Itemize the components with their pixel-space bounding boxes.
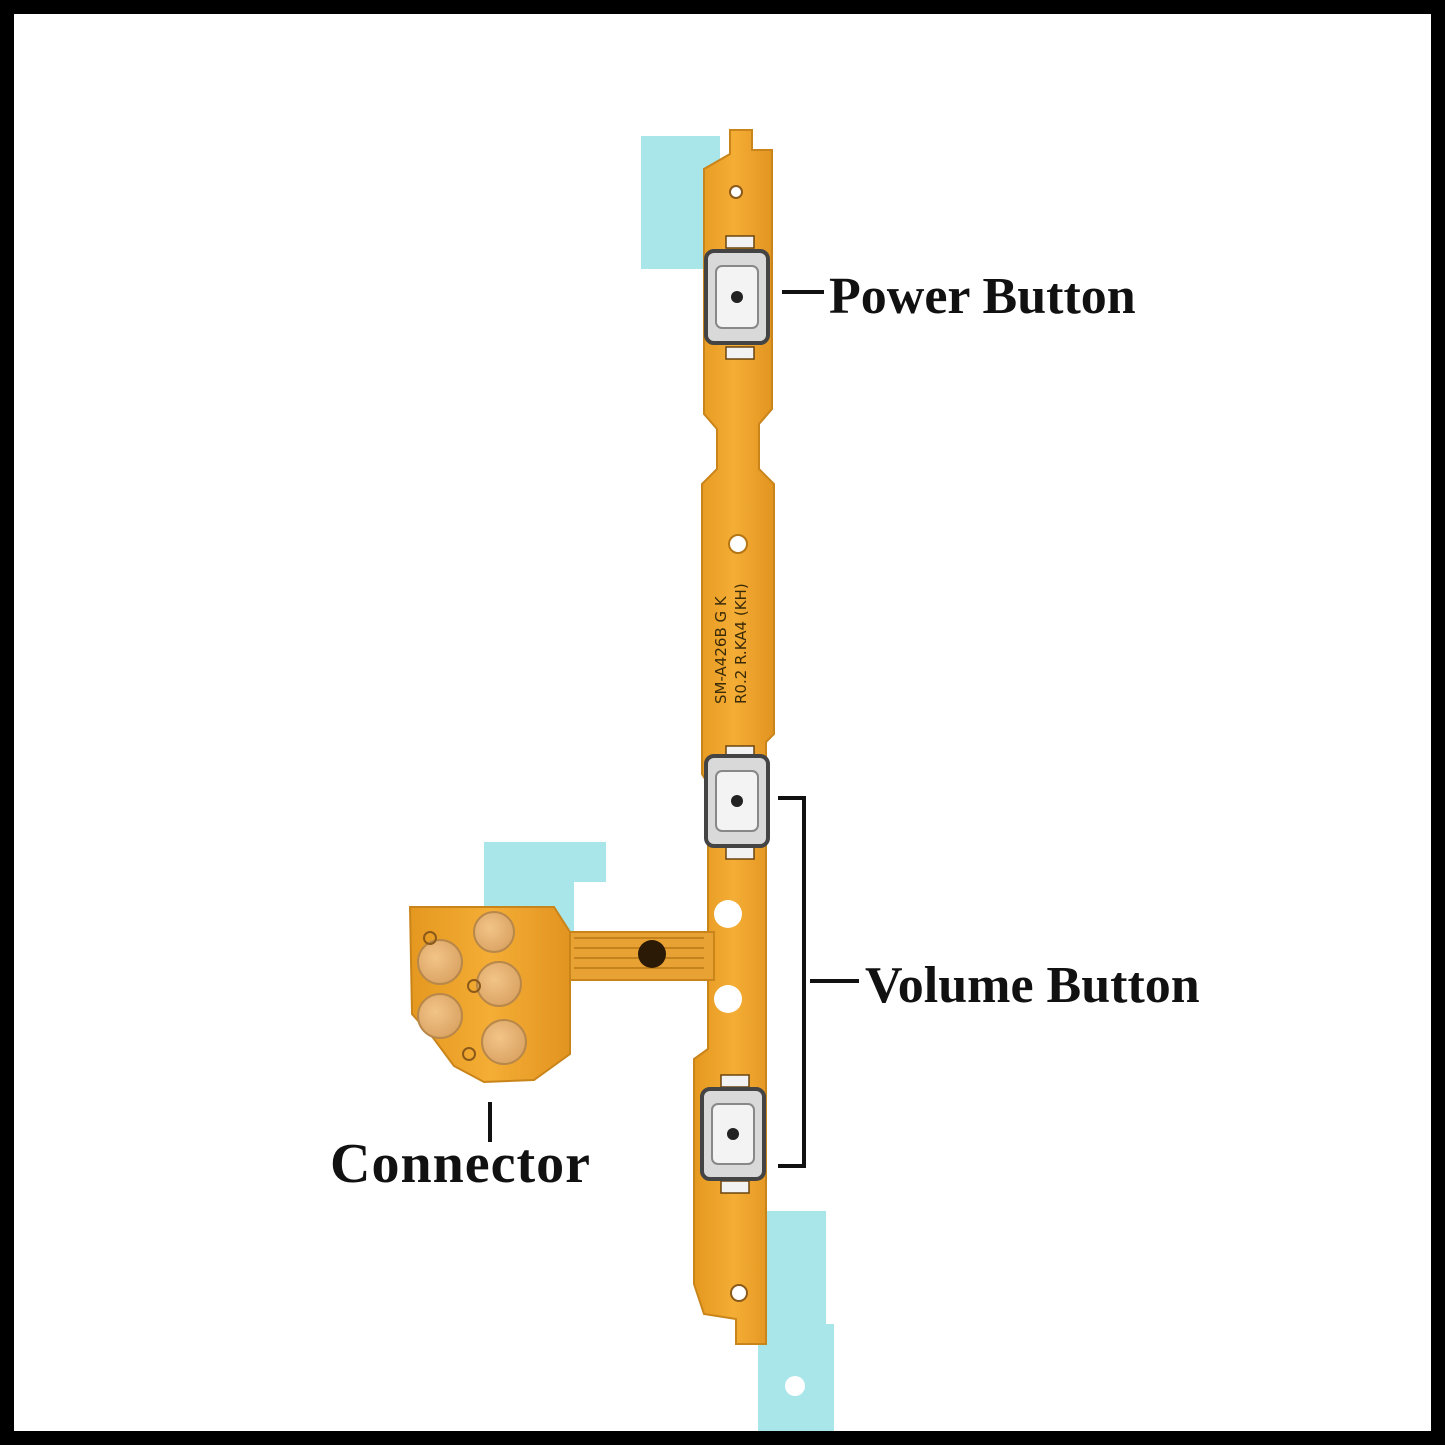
adhesive-tape-bottom: [758, 1211, 834, 1431]
pcb-marking-line1: SM-A426B G K: [712, 595, 730, 704]
connector-label: Connector: [330, 1133, 591, 1195]
volume-button-label: Volume Button: [865, 957, 1200, 1014]
callout-lines: [488, 290, 859, 1168]
volume-bracket: [778, 796, 806, 1168]
pcb-marking-line2: R0.2 R.KA4 (KH): [732, 583, 750, 704]
power-button-label: Power Button: [829, 268, 1136, 325]
tactile-switch-icon: [704, 754, 770, 848]
flex-cable-illustration: SM-A426B G K R0.2 R.KA4 (KH): [408, 129, 859, 1431]
tactile-switch-icon: [704, 249, 770, 345]
tactile-switch-icon: [700, 1087, 766, 1181]
diagram-frame: SM-A426B G K R0.2 R.KA4 (KH) Power Butto…: [14, 14, 1431, 1431]
mount-hole-icon: [729, 185, 743, 199]
flex-strip: [693, 129, 775, 1345]
mount-hole-icon: [728, 534, 748, 554]
adhesive-tape-top: [641, 136, 720, 269]
connector: [408, 906, 571, 1084]
solder-tabs: [720, 235, 755, 1194]
mount-hole-icon: [730, 1284, 748, 1302]
pcb-marking: SM-A426B G K R0.2 R.KA4 (KH): [712, 583, 750, 704]
junction-notches: [714, 900, 742, 1013]
connector-branch: [563, 931, 715, 981]
